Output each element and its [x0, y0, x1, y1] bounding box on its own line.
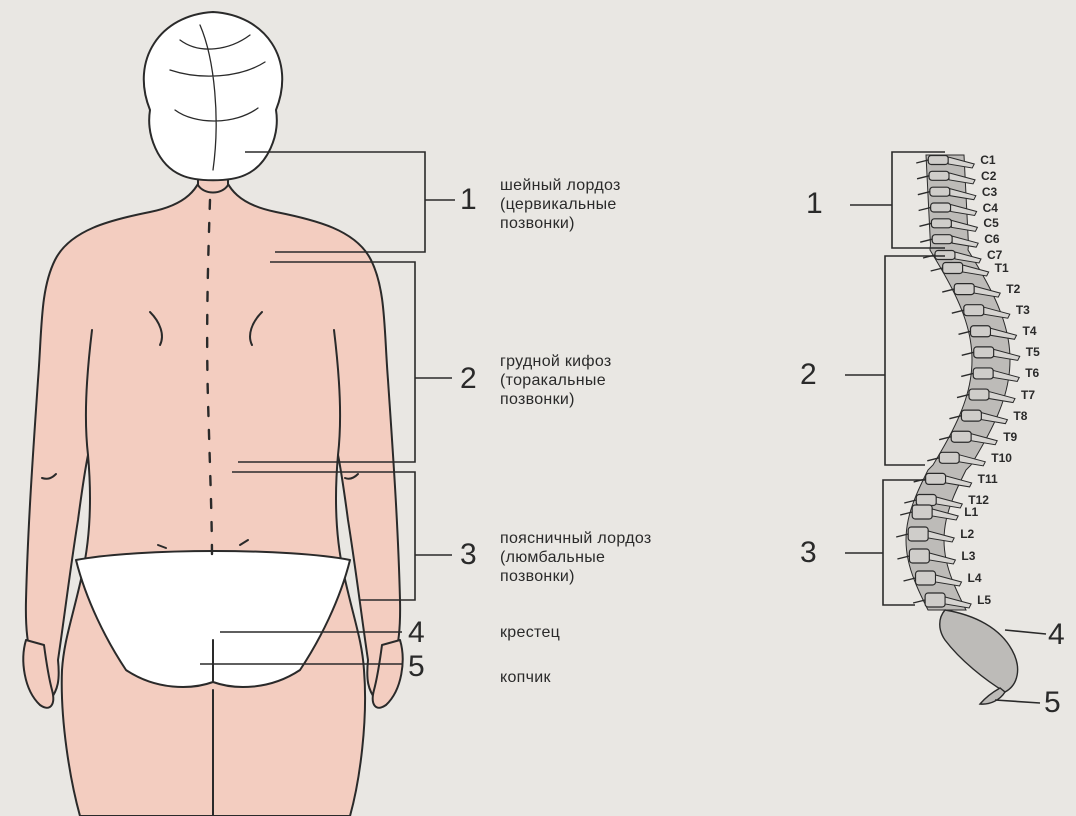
vertebra-L2 — [908, 527, 928, 541]
vertebra-C5 — [931, 219, 951, 228]
vertebra-label-L3: L3 — [961, 550, 975, 562]
region-label-2: грудной кифоз (торакальные позвонки) — [500, 352, 612, 409]
vertebra-T5 — [974, 347, 994, 358]
vertebra-T3 — [964, 305, 984, 316]
right-number-4: 4 — [1048, 620, 1065, 650]
vertebra-label-L4: L4 — [968, 572, 982, 584]
transverse-T1 — [931, 268, 943, 271]
r-leader-5 — [995, 700, 1040, 703]
region-5-line-1: копчик — [500, 668, 551, 687]
woman-back-figure — [23, 12, 402, 816]
hair — [144, 12, 282, 180]
region-number-4: 4 — [408, 618, 425, 648]
vertebra-T8 — [961, 410, 981, 421]
region-3-line-2: (люмбальные — [500, 548, 652, 567]
vertebra-label-T5: T5 — [1026, 346, 1040, 358]
region-number-3: 3 — [460, 540, 477, 570]
region-1-line-3: позвонки) — [500, 214, 621, 233]
vertebra-T11 — [926, 473, 946, 484]
region-2-line-1: грудной кифоз — [500, 352, 612, 371]
vertebra-T12 — [916, 495, 936, 506]
right-number-1: 1 — [806, 189, 823, 219]
vertebra-T10 — [939, 452, 959, 463]
region-2-line-3: позвонки) — [500, 390, 612, 409]
right-number-5: 5 — [1044, 688, 1061, 718]
sacrum — [940, 610, 1018, 692]
vertebra-label-T11: T11 — [978, 473, 998, 485]
coccyx — [980, 688, 1005, 704]
vertebra-T4 — [971, 326, 991, 337]
region-label-3: поясничный лордоз (люмбальные позвонки) — [500, 529, 652, 586]
vertebra-L5 — [925, 593, 945, 607]
vertebra-label-C3: C3 — [982, 186, 997, 198]
region-number-5: 5 — [408, 652, 425, 682]
region-3-line-3: позвонки) — [500, 567, 652, 586]
vertebra-label-L2: L2 — [960, 528, 974, 540]
region-1-line-2: (цервикальные — [500, 195, 621, 214]
r-leader-4 — [1005, 630, 1046, 634]
vertebra-label-L5: L5 — [977, 594, 991, 606]
vertebra-label-T3: T3 — [1016, 304, 1030, 316]
vertebra-C2 — [929, 171, 949, 180]
vertebra-T7 — [969, 389, 989, 400]
right-number-2: 2 — [800, 360, 817, 390]
vertebra-label-L1: L1 — [964, 506, 978, 518]
vertebra-T6 — [973, 368, 993, 379]
vertebra-label-C2: C2 — [981, 170, 996, 182]
vertebra-label-T9: T9 — [1003, 431, 1017, 443]
vertebra-C3 — [930, 187, 950, 196]
vertebra-label-T2: T2 — [1006, 283, 1020, 295]
vertebra-T2 — [954, 284, 974, 295]
vertebra-label-T10: T10 — [991, 452, 1012, 464]
region-number-2: 2 — [460, 364, 477, 394]
region-label-5: копчик — [500, 668, 551, 687]
vertebra-label-C4: C4 — [983, 202, 998, 214]
region-3-line-1: поясничный лордоз — [500, 529, 652, 548]
vertebra-T9 — [951, 431, 971, 442]
vertebra-C6 — [932, 235, 952, 244]
region-label-4: крестец — [500, 623, 560, 642]
region-number-1: 1 — [460, 185, 477, 215]
vertebra-C7 — [935, 251, 955, 260]
vertebra-label-C5: C5 — [983, 217, 998, 229]
r-bracket-2 — [885, 256, 945, 465]
region-4-line-1: крестец — [500, 623, 560, 642]
vertebra-label-C1: C1 — [980, 154, 995, 166]
vertebra-C1 — [928, 156, 948, 165]
vertebra-L4 — [916, 571, 936, 585]
vertebra-T1 — [943, 263, 963, 274]
vertebra-L3 — [909, 549, 929, 563]
vertebra-label-T7: T7 — [1021, 389, 1035, 401]
vertebra-label-T8: T8 — [1013, 410, 1027, 422]
vertebra-label-T4: T4 — [1023, 325, 1037, 337]
vertebra-label-C6: C6 — [984, 233, 999, 245]
vertebra-L1 — [912, 505, 932, 519]
vertebra-C4 — [931, 203, 951, 212]
vertebra-label-T1: T1 — [995, 262, 1009, 274]
right-number-3: 3 — [800, 538, 817, 568]
region-2-line-2: (торакальные — [500, 371, 612, 390]
region-1-line-1: шейный лордоз — [500, 176, 621, 195]
vertebra-label-T6: T6 — [1025, 367, 1039, 379]
vertebra-label-C7: C7 — [987, 249, 1002, 261]
region-label-1: шейный лордоз (цервикальные позвонки) — [500, 176, 621, 233]
spine-lateral-figure — [896, 155, 1020, 704]
